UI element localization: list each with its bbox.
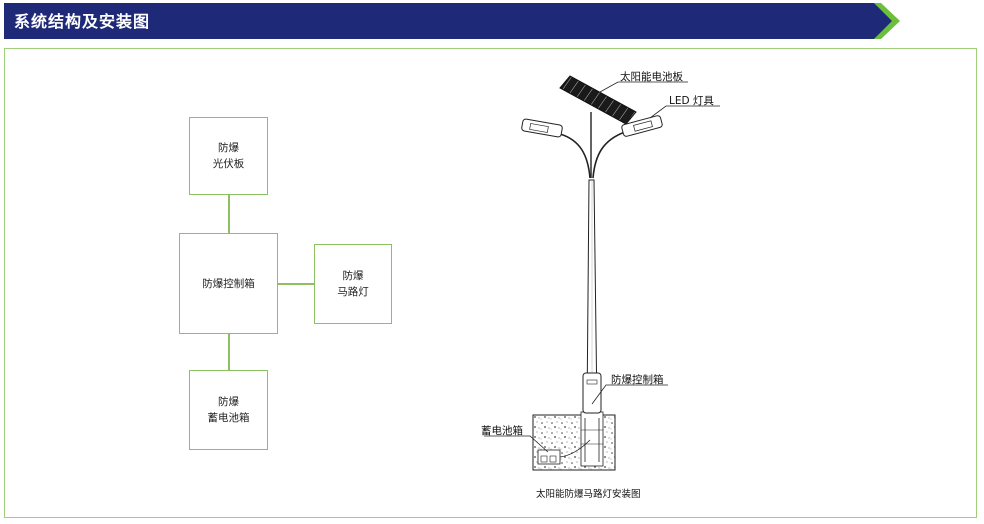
connector-controller-lamp: [278, 283, 314, 285]
controller-label: 防爆控制箱: [202, 277, 255, 290]
installation-drawing: [484, 75, 720, 471]
battery-box: 防爆 蓄电池箱: [189, 370, 268, 450]
controller-box: 防爆控制箱: [179, 233, 278, 334]
lamp-head-right: [621, 115, 663, 137]
lamp-arms: [559, 112, 626, 179]
foundation: [532, 411, 616, 471]
control-box-callout: 防爆控制箱: [611, 374, 664, 386]
solar-panel-line1: 防爆: [218, 142, 239, 154]
battery-line2: 蓄电池箱: [207, 412, 250, 424]
solar-panel-callout: 太阳能电池板: [620, 71, 683, 83]
page-title: 系统结构及安装图: [14, 12, 151, 31]
solar-panel-icon: [559, 75, 637, 125]
battery-box-icon: [537, 439, 591, 465]
installation-caption: 太阳能防爆马路灯安装图: [536, 489, 641, 500]
battery-box-callout: 蓄电池箱: [481, 425, 523, 437]
content-panel: [4, 48, 977, 518]
header-banner: [4, 3, 900, 39]
lamp-pole: [586, 179, 598, 413]
led-lamp-callout: LED 灯具: [669, 95, 714, 107]
lamp-box: 防爆 马路灯: [314, 244, 392, 324]
connector-controller-battery: [228, 333, 230, 370]
control-box-icon: [582, 372, 602, 414]
lamp-line1: 防爆: [342, 270, 364, 282]
solar-panel-line2: 光伏板: [212, 158, 245, 170]
lamp-line2: 马路灯: [337, 286, 369, 298]
lamp-head-left: [521, 118, 563, 138]
connector-panel-controller: [228, 195, 230, 233]
battery-line1: 防爆: [218, 396, 239, 408]
solar-panel-box: 防爆 光伏板: [189, 117, 268, 195]
callout-leaders: [484, 81, 720, 453]
